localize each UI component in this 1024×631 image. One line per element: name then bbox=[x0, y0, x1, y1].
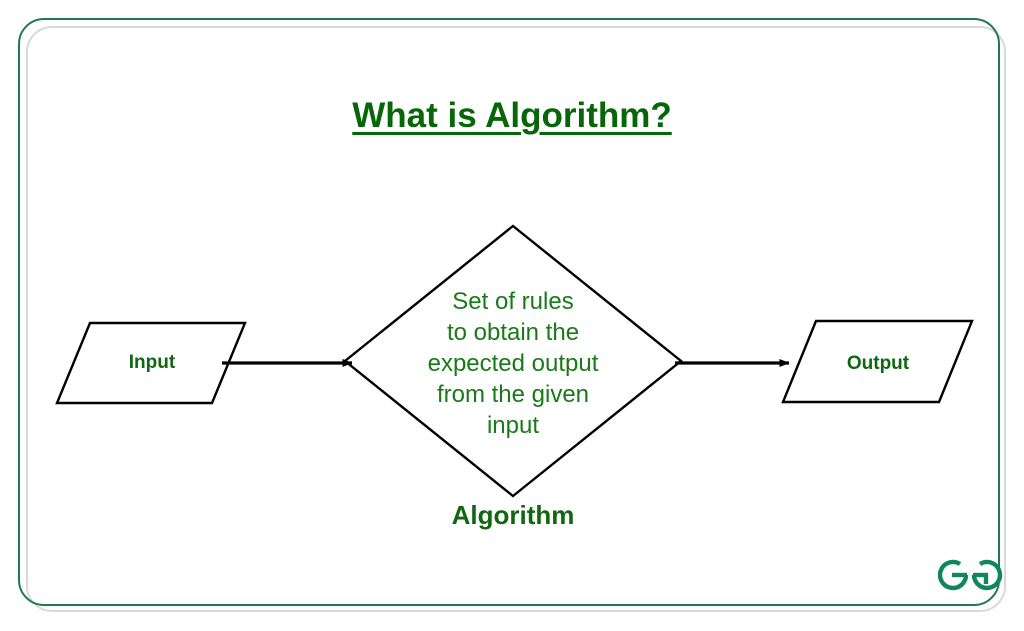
algorithm-text-line-2: to obtain the bbox=[446, 319, 580, 346]
page-title: What is Algorithm? bbox=[0, 96, 1024, 136]
node-input-shape[interactable] bbox=[55, 321, 247, 405]
node-algorithm-caption: Algorithm bbox=[451, 500, 575, 530]
node-input-label: Input bbox=[128, 352, 176, 373]
node-algorithm-shape[interactable] bbox=[343, 224, 683, 498]
algorithm-text-line-5: input bbox=[486, 412, 540, 439]
node-output-shape[interactable] bbox=[781, 319, 974, 404]
node-output-label: Output bbox=[846, 353, 910, 374]
algorithm-text-line-1: Set of rules bbox=[452, 288, 574, 315]
frame-shadow bbox=[26, 26, 1006, 612]
algorithm-text-line-3: expected output bbox=[427, 350, 599, 377]
algorithm-text-line-4: from the given bbox=[436, 381, 590, 408]
node-algorithm-text: Set of rules to obtain the expected outp… bbox=[392, 286, 634, 441]
outer-frame-border bbox=[18, 18, 1000, 606]
page-title-text: What is Algorithm? bbox=[352, 96, 672, 135]
geeksforgeeks-logo bbox=[938, 559, 1003, 591]
